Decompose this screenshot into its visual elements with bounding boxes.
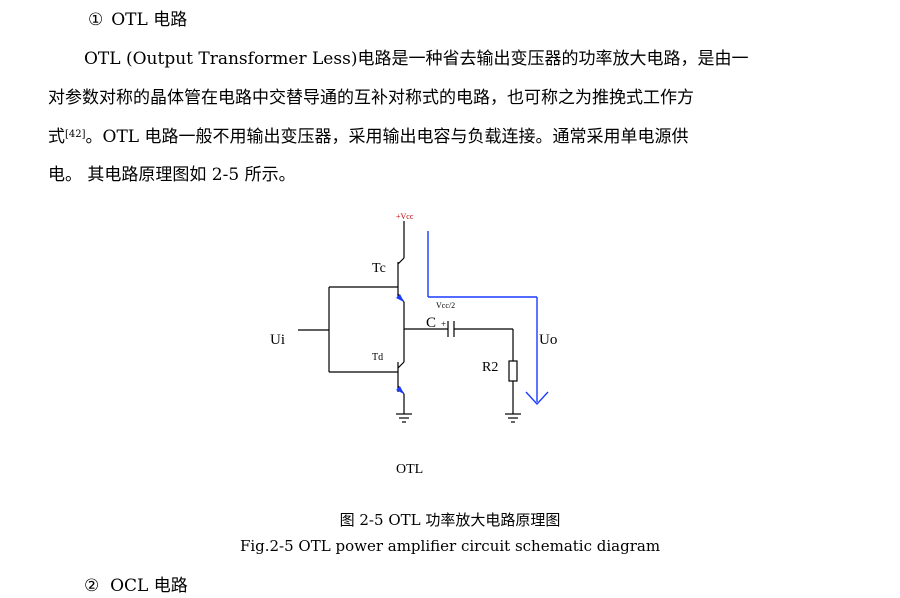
otl-circuit-diagram: +Vcc Tc Td Vcc/2 C + Ui Uo R2 OTL xyxy=(270,212,557,477)
capacitor-label: C xyxy=(426,315,436,331)
upper-transistor-label: Tc xyxy=(372,261,386,276)
input-label: Ui xyxy=(270,332,285,348)
current-path xyxy=(427,231,549,406)
load-resistor xyxy=(508,360,518,382)
next-section-number: ② xyxy=(84,576,100,596)
paragraph-line-2: 对参数对称的晶体管在电路中交替导通的互补对称式的电路，也可称之为推挽式工作方 xyxy=(48,88,694,108)
midpoint-label: Vcc/2 xyxy=(436,301,455,310)
paragraph-line-3-end: 。OTL 电路一般不用输出变压器，采用输出电容与负载连接。通常采用单电源供 xyxy=(85,127,689,147)
paragraph-line-3: 式[42]。OTL 电路一般不用输出变压器，采用输出电容与负载连接。通常采用单电… xyxy=(48,125,689,149)
output-label: Uo xyxy=(539,332,557,348)
tc-emitter-arrow xyxy=(396,294,404,302)
paragraph-line-1: OTL (Output Transformer Less)电路是一种省去输出变压… xyxy=(84,49,749,69)
capacitor-polarity: + xyxy=(441,319,446,329)
td-collector-lead xyxy=(397,361,405,369)
supply-label: +Vcc xyxy=(396,212,414,221)
diagram-label: OTL xyxy=(396,462,423,477)
lower-transistor-label: Td xyxy=(372,352,383,363)
current-arrow-head xyxy=(525,391,549,406)
paragraph-line-4: 电。 其电路原理图如 2-5 所示。 xyxy=(48,165,296,185)
next-section-heading: ② OCL 电路 xyxy=(84,574,188,598)
td-emitter-arrow xyxy=(396,386,404,394)
section-title: OTL 电路 xyxy=(111,10,188,30)
circuit-wires xyxy=(298,221,521,423)
figure-caption-en: Fig.2-5 OTL power amplifier circuit sche… xyxy=(239,537,661,555)
section-number: ① xyxy=(88,10,104,30)
paragraph-line-3-start: 式 xyxy=(48,127,65,147)
tc-collector-lead xyxy=(397,257,405,265)
next-section-title: OCL 电路 xyxy=(110,576,188,596)
section-heading: ① OTL 电路 xyxy=(88,8,187,32)
resistor-label: R2 xyxy=(482,360,498,375)
citation-link[interactable]: [42] xyxy=(65,129,86,140)
figure-caption-zh: 图 2-5 OTL 功率放大电路原理图 xyxy=(339,511,561,529)
